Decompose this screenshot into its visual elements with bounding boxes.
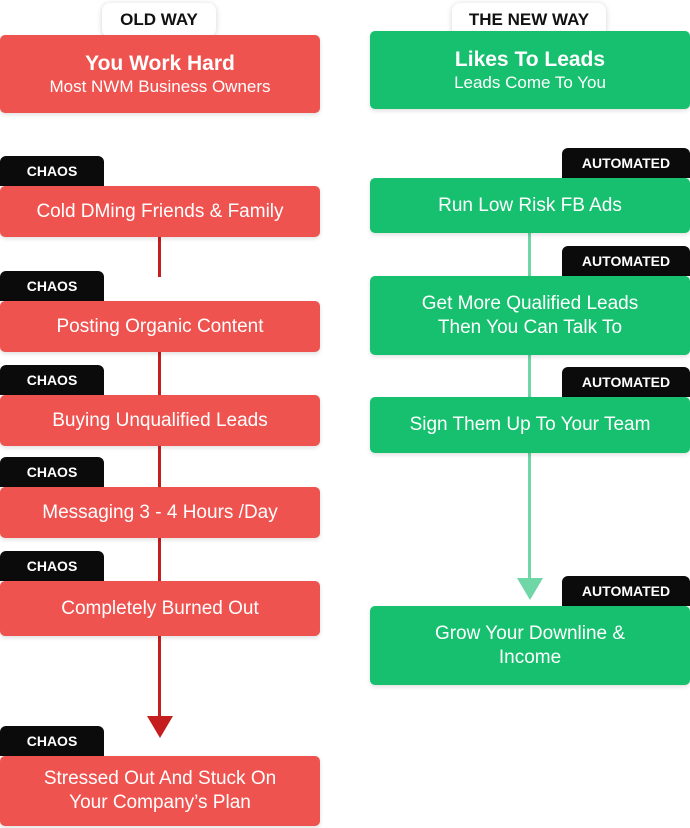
old-step-4: Messaging 3 - 4 Hours /Day — [0, 487, 320, 538]
chaos-tag-1: CHAOS — [0, 156, 104, 186]
new-step-1: Run Low Risk FB Ads — [370, 178, 690, 233]
old-connector-3 — [158, 446, 161, 487]
chaos-tag-4: CHAOS — [0, 457, 104, 487]
new-step-2: Get More Qualified Leads Then You Can Ta… — [370, 276, 690, 355]
chaos-tag-2: CHAOS — [0, 271, 104, 301]
new-step-4-text-line-1: Grow Your Downline & — [434, 622, 626, 644]
new-way-title: Likes To Leads — [454, 48, 606, 71]
old-way-subtitle: Most NWM Business Owners — [49, 77, 271, 96]
automated-tag-1: AUTOMATED — [562, 148, 690, 178]
chaos-tag-5: CHAOS — [0, 551, 104, 581]
new-connector-1 — [528, 233, 531, 277]
new-step-1-text: Run Low Risk FB Ads — [438, 194, 622, 216]
old-step-2-text: Posting Organic Content — [56, 315, 264, 337]
new-step-4: Grow Your Downline & Income — [370, 606, 690, 685]
old-way-header: OLD WAY — [102, 3, 216, 37]
old-connector-1 — [158, 237, 161, 277]
old-arrowhead-icon — [147, 716, 173, 738]
new-step-3: Sign Them Up To Your Team — [370, 397, 690, 453]
old-step-3: Buying Unqualified Leads — [0, 395, 320, 446]
chaos-tag-3: CHAOS — [0, 365, 104, 395]
new-arrowhead-icon — [517, 578, 543, 600]
old-connector-5 — [158, 636, 161, 720]
automated-tag-4: AUTOMATED — [562, 576, 690, 606]
old-step-6: Stressed Out And Stuck On Your Company’s… — [0, 756, 320, 826]
old-step-6-text-line-1: Stressed Out And Stuck On — [43, 768, 277, 789]
new-step-3-text: Sign Them Up To Your Team — [409, 414, 651, 435]
automated-tag-3: AUTOMATED — [562, 367, 690, 397]
new-way-subtitle: Leads Come To You — [454, 73, 606, 92]
old-step-6-text-line-2: Your Company’s Plan — [69, 792, 251, 813]
old-connector-4 — [158, 538, 161, 581]
automated-tag-2: AUTOMATED — [562, 246, 690, 276]
old-step-1: Cold DMing Friends & Family — [0, 186, 320, 237]
old-step-2: Posting Organic Content — [0, 301, 320, 352]
old-step-3-text: Buying Unqualified Leads — [52, 409, 268, 431]
new-way-title-box: Likes To Leads Leads Come To You — [370, 31, 690, 109]
old-way-title-box: You Work Hard Most NWM Business Owners — [0, 35, 320, 113]
old-way-title: You Work Hard — [85, 52, 235, 75]
new-step-2-text-line-2: Then You Can Talk To — [437, 316, 623, 338]
new-connector-2 — [528, 355, 531, 398]
old-step-5-text: Completely Burned Out — [61, 597, 259, 619]
chaos-tag-6: CHAOS — [0, 726, 104, 756]
new-step-2-text-line-1: Get More Qualified Leads — [421, 292, 639, 314]
old-connector-2 — [158, 352, 161, 395]
old-step-5: Completely Burned Out — [0, 581, 320, 636]
old-step-1-text: Cold DMing Friends & Family — [36, 200, 284, 222]
new-step-4-text-line-2: Income — [498, 646, 562, 668]
new-connector-3 — [528, 453, 531, 580]
old-step-4-text: Messaging 3 - 4 Hours /Day — [42, 501, 278, 523]
